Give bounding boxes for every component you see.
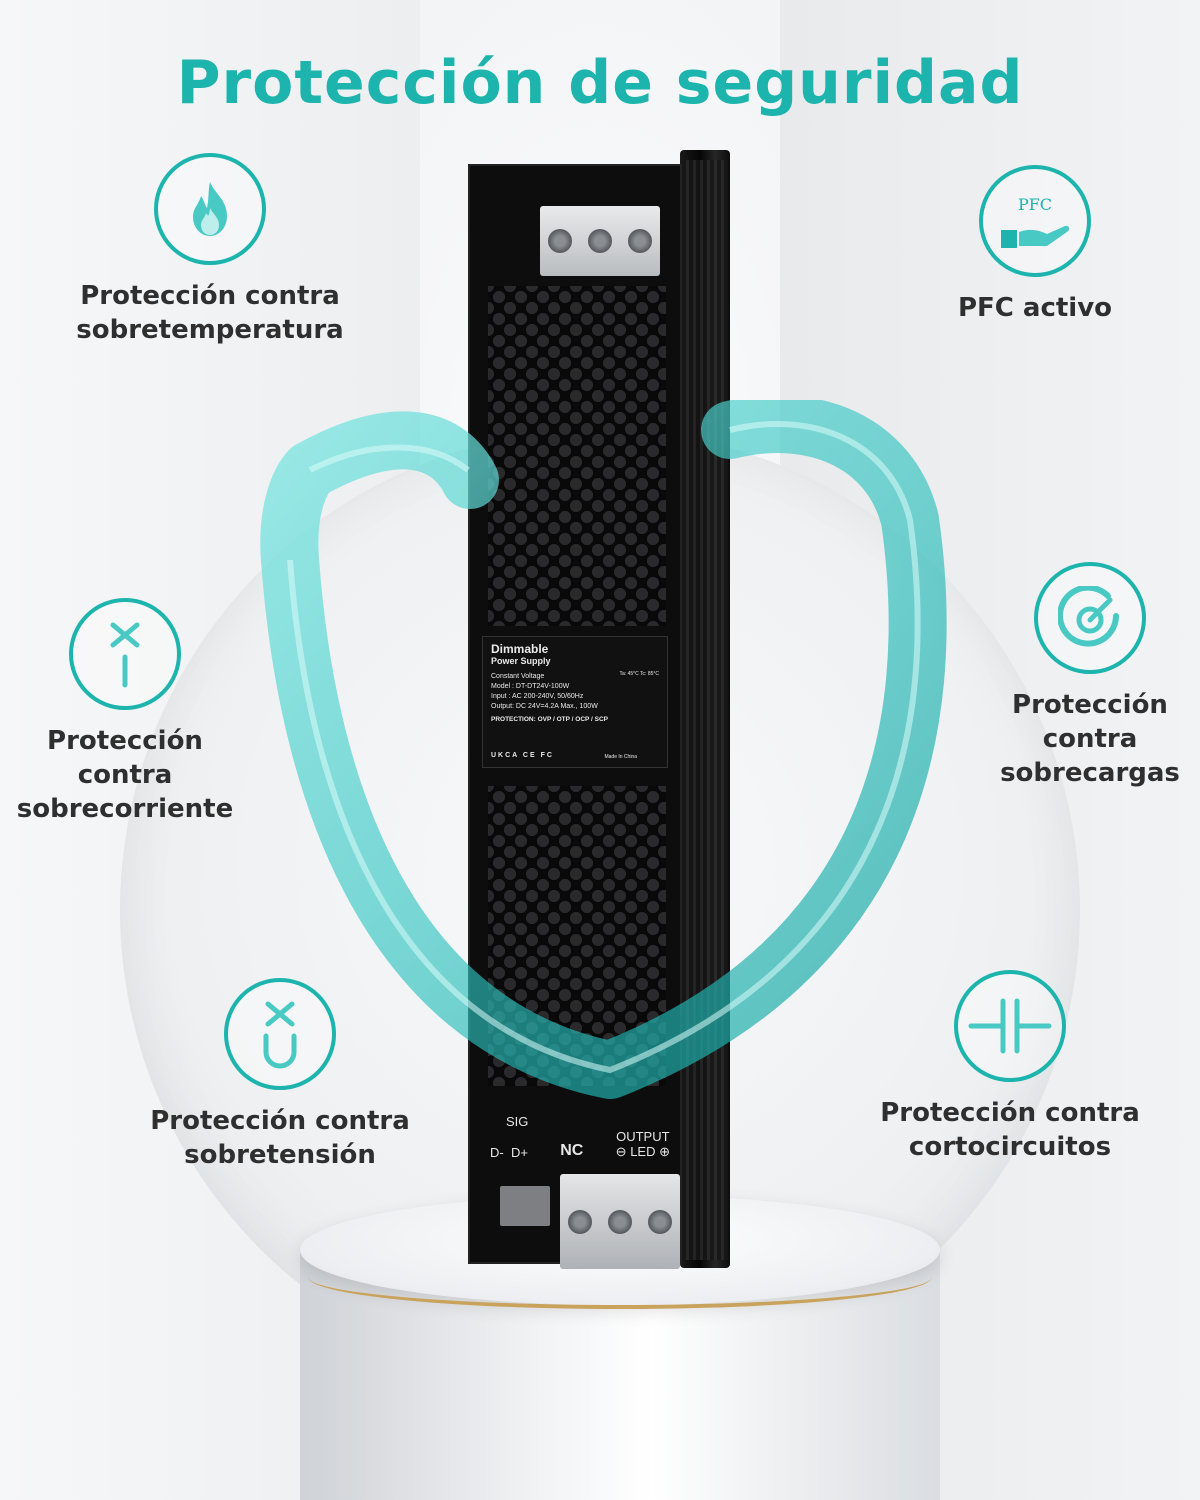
feature-circle bbox=[1034, 562, 1146, 674]
feature-sobrecargas: Protección contra sobrecargas bbox=[980, 562, 1200, 790]
gauge-icon bbox=[1058, 586, 1119, 647]
ventilation-mesh-top bbox=[488, 286, 666, 626]
spec-label: Dimmable Power Supply Constant Voltage M… bbox=[482, 636, 668, 768]
feature-cortocircuitos: Protección contra cortocircuitos bbox=[830, 970, 1190, 1164]
feature-sobretension: Protección contra sobretensión bbox=[130, 978, 430, 1172]
output-terminal-block bbox=[560, 1174, 680, 1269]
ventilation-mesh-bottom bbox=[488, 786, 666, 1086]
feature-pfc-activo: PFC PFC activo bbox=[900, 165, 1170, 325]
feature-label: Protección contra sobretensión bbox=[150, 1106, 410, 1170]
feature-sobrecorriente: Protección contra sobrecorriente bbox=[0, 598, 250, 826]
signal-connector bbox=[500, 1186, 550, 1226]
feature-label: Protección contra sobrecorriente bbox=[16, 726, 234, 824]
feature-circle: PFC bbox=[979, 165, 1091, 277]
feature-sobretemperatura: Protección contra sobretemperatura bbox=[60, 153, 360, 347]
feature-circle bbox=[154, 153, 266, 265]
current-x-icon bbox=[110, 622, 140, 688]
feature-label: Protección contra sobretemperatura bbox=[76, 281, 344, 345]
voltage-x-icon bbox=[263, 1001, 297, 1069]
page-title: Protección de seguridad bbox=[176, 48, 1024, 118]
input-terminal-block bbox=[540, 206, 660, 276]
feature-label: PFC activo bbox=[957, 293, 1113, 323]
flame-icon bbox=[193, 182, 227, 236]
pfc-hand-icon: PFC bbox=[1001, 195, 1070, 248]
svg-text:PFC: PFC bbox=[1018, 195, 1052, 214]
certification-marks: UKCA CE FC bbox=[491, 752, 554, 759]
feature-circle bbox=[224, 978, 336, 1090]
feature-label: Protección contra sobrecargas bbox=[1000, 690, 1180, 788]
feature-circle bbox=[69, 598, 181, 710]
output-terminal-labels: SIG D- D+ NC OUTPUT⊖ LED ⊕ bbox=[490, 1114, 670, 1160]
short-circuit-icon bbox=[968, 998, 1052, 1054]
feature-circle bbox=[954, 970, 1066, 1082]
feature-label: Protección contra cortocircuitos bbox=[880, 1098, 1140, 1162]
